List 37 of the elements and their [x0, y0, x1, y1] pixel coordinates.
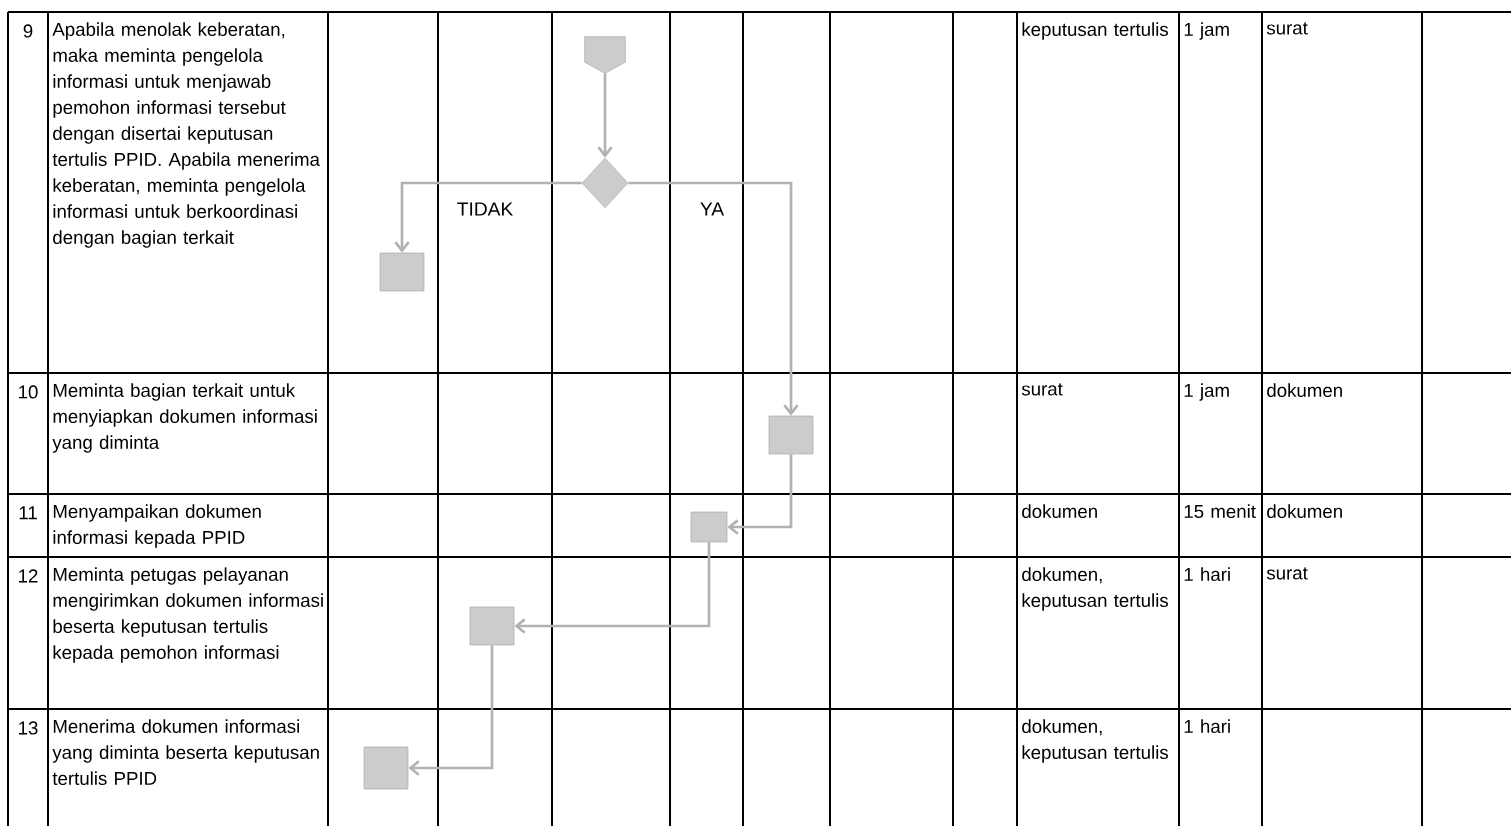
process-box: [363, 746, 409, 790]
arrow: [597, 73, 613, 158]
cell-text: dokumen, keputusan tertulis: [1022, 567, 1168, 611]
cell-text: dokumen: [1267, 504, 1342, 519]
process-box: [768, 415, 814, 455]
step-number: 9: [23, 24, 33, 38]
off-page-connector: [584, 36, 626, 74]
cell-text: surat: [1266, 22, 1308, 35]
process-box: [690, 511, 728, 543]
step-description: Menyampaikan dokumen informasi kepada PPID: [53, 504, 261, 548]
step-description: Menerima dokumen informasi yang diminta beserta keputusan tertulis PPID: [52, 719, 319, 786]
cell-text: dokumen: [1022, 504, 1097, 519]
cell-text: 15 menit: [1184, 504, 1256, 519]
cell-text: 1 hari: [1184, 567, 1230, 582]
cell-text: 1 jam: [1184, 383, 1229, 401]
cell-text: keputusan tertulis: [1022, 22, 1168, 40]
step-description: Apabila menolak keberatan, maka meminta pengelola informasi untuk menjawab pemohon informasi tersebut dengan disertai keputusan tertulis PPID. Apabila menerima keberatan, meminta pengelola informasi untuk berkoordinasi dengan bagian terkait: [52, 22, 320, 248]
step-description: Meminta petugas pelayanan mengirimkan dokumen informasi beserta keputusan tertulis kepada pemohon informasi: [53, 567, 323, 663]
step-number: 12: [19, 569, 38, 583]
arrow: [628, 181, 799, 416]
arrow: [514, 542, 711, 634]
cell-text: dokumen: [1267, 383, 1342, 398]
step-description: Meminta bagian terkait untuk menyiapkan dokumen informasi yang diminta: [52, 383, 317, 453]
cell-text: 1 hari: [1184, 719, 1230, 734]
process-box: [379, 252, 425, 292]
step-number: 11: [19, 506, 37, 520]
cell-text: surat: [1021, 383, 1063, 396]
cell-text: dokumen, keputusan tertulis: [1022, 719, 1168, 763]
cell-text: surat: [1266, 567, 1308, 580]
process-box: [469, 606, 515, 646]
arrow: [394, 181, 582, 253]
step-number: 13: [19, 721, 38, 735]
arrow: [408, 645, 494, 776]
step-number: 10: [19, 385, 38, 399]
arrow: [727, 454, 793, 535]
cell-text: 1 jam: [1184, 22, 1229, 40]
decision-diamond: [581, 157, 629, 209]
